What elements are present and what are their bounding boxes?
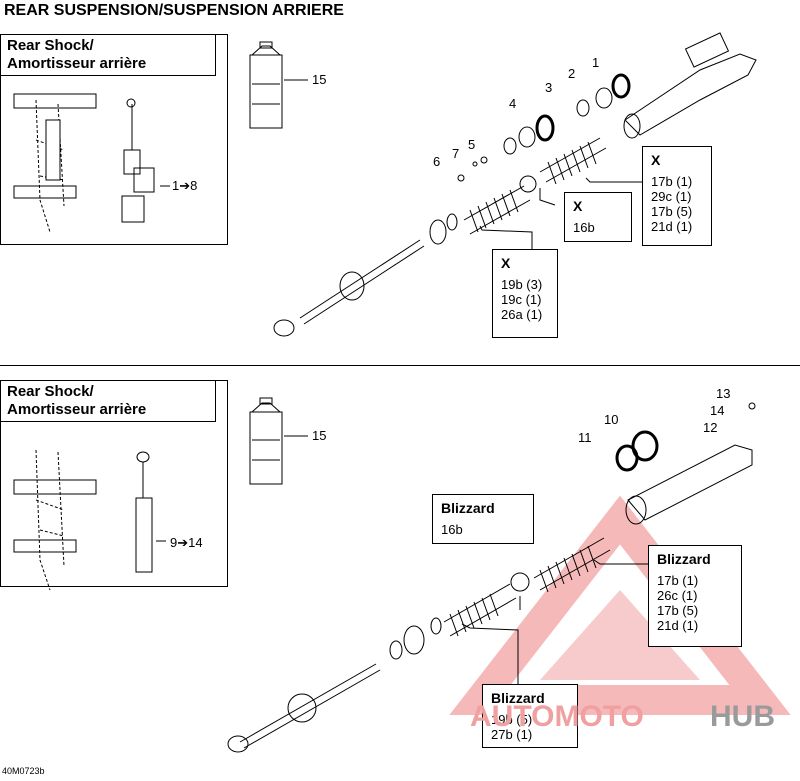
watermark-text-hub: HUB [710, 700, 775, 733]
bottom-callout-top: Blizzard 16b [432, 494, 534, 544]
top-fluid-label: 15 [312, 72, 327, 87]
bottom-panel-header: Rear Shock/ Amortisseur arrière [1, 381, 216, 422]
part-12: 12 [703, 420, 718, 435]
callout-x: X [651, 152, 661, 168]
panel-divider [0, 365, 800, 366]
callout-row: 16b [573, 220, 595, 235]
part-13: 13 [716, 386, 731, 401]
top-callout-right: X 17b (1) 29c (1) 17b (5) 21d (1) [642, 146, 712, 246]
callout-row: 21d (1) [657, 618, 699, 633]
top-shock-locator: Rear Shock/ Amortisseur arrière [0, 34, 228, 245]
callout-row: 17b (1) [651, 174, 693, 189]
header-line1: Rear Shock/ [7, 37, 94, 54]
part-3: 3 [545, 80, 553, 95]
header-line2: Amortisseur arrière [7, 401, 147, 418]
callout-title: Blizzard [657, 551, 711, 567]
callout-row: 19b (3) [501, 277, 543, 292]
part-1: 1 [592, 55, 600, 70]
callout-title: Blizzard [491, 690, 545, 706]
top-range-label: 1➔8 [172, 178, 198, 193]
callout-x: X [573, 198, 583, 214]
part-14: 14 [710, 403, 725, 418]
top-callout-large: X 19b (3) 19c (1) 26a (1) [492, 249, 558, 338]
bottom-callout-right: Blizzard 17b (1) 26c (1) 17b (5) 21d (1) [648, 545, 742, 647]
part-6: 6 [433, 154, 441, 169]
callout-row: 19b (5) [491, 712, 533, 727]
callout-row: 19c (1) [501, 292, 542, 307]
callout-row: 27b (1) [491, 727, 533, 742]
bottom-range-label: 9➔14 [170, 535, 203, 550]
bottom-callout-bottom: Blizzard 19b (5) 27b (1) [482, 684, 578, 748]
part-10: 10 [604, 412, 619, 427]
callout-row: 29c (1) [651, 189, 692, 204]
top-panel-header: Rear Shock/ Amortisseur arrière [1, 35, 216, 76]
watermark-text-automoto: AUTOMOTO [470, 700, 644, 733]
callout-row: 26c (1) [657, 588, 698, 603]
part-5: 5 [468, 137, 476, 152]
part-2: 2 [568, 66, 576, 81]
callout-title: Blizzard [441, 500, 495, 516]
bottom-fluid-label: 15 [312, 428, 327, 443]
part-4: 4 [509, 96, 517, 111]
part-11: 11 [578, 430, 592, 445]
callout-row: 17b (1) [657, 573, 699, 588]
top-callout-mid: X 16b [564, 192, 632, 242]
callout-row: 17b (5) [651, 204, 693, 219]
header-line1: Rear Shock/ [7, 383, 94, 400]
callout-row: 16b [441, 522, 463, 537]
part-7: 7 [452, 146, 460, 161]
callout-x: X [501, 255, 511, 271]
callout-row: 26a (1) [501, 307, 543, 322]
page-title: REAR SUSPENSION/SUSPENSION ARRIERE [4, 2, 344, 19]
callout-row: 21d (1) [651, 219, 693, 234]
header-line2: Amortisseur arrière [7, 55, 147, 72]
callout-row: 17b (5) [657, 603, 699, 618]
figure-code: 40M0723b [2, 766, 45, 776]
